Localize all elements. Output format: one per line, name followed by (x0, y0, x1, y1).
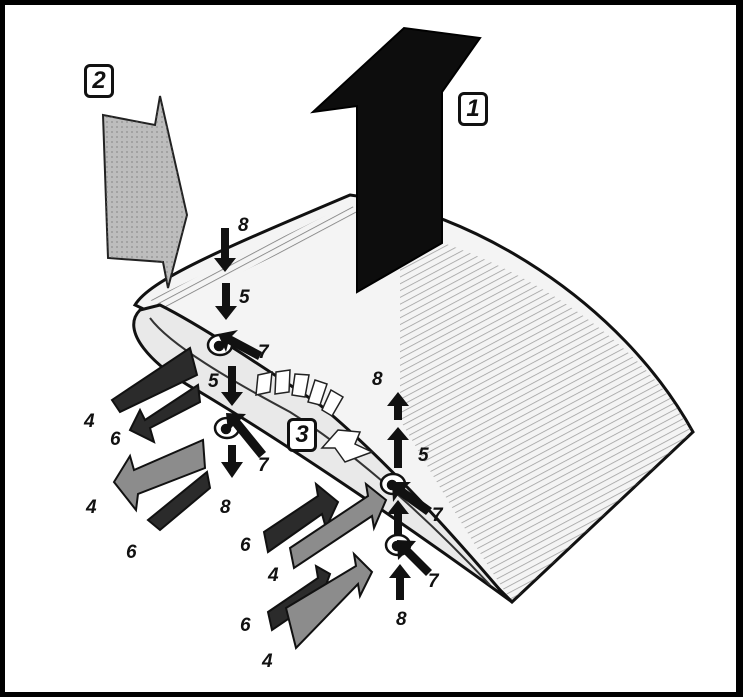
label-7-top-left: 7 (258, 342, 269, 363)
label-8-top-left: 8 (238, 215, 249, 236)
label-6-bottom-b: 6 (240, 615, 251, 636)
label-4-upper-left: 4 (84, 411, 95, 432)
vertical-force-arrows (214, 228, 411, 600)
label-7-lower-right: 7 (428, 571, 439, 592)
label-5-top-left: 5 (239, 287, 250, 308)
arrow-7-b (226, 413, 266, 458)
arrow-6-upper-left (128, 383, 202, 444)
label-box-2: 2 (84, 64, 114, 98)
label-7-right: 7 (432, 505, 443, 526)
airfoil-inner-shadow (149, 317, 491, 586)
arrow-4-upper-left (110, 346, 199, 414)
arrow-7-d (397, 540, 432, 576)
bottom-drag-arrows (262, 481, 388, 650)
airflow-arrow-texture (103, 96, 187, 288)
arrow-5-top-left (215, 283, 237, 320)
label-4-bottom-b: 4 (262, 651, 273, 672)
arrow-4-lower-left (112, 438, 207, 513)
arrow-8-mid-left (221, 445, 243, 478)
label-5-mid-left: 5 (208, 371, 219, 392)
label-6-bottom-a: 6 (240, 535, 251, 556)
label-5-top-right: 5 (418, 445, 429, 466)
arrow-6-lower-left (146, 470, 212, 532)
arrow-5-lower-right (387, 500, 409, 535)
arrow-7-c (392, 482, 432, 515)
diagonal-force-arrows (218, 330, 432, 576)
left-drag-arrows (110, 346, 212, 532)
arrow-7-a (218, 330, 262, 360)
label-6-upper-left: 6 (110, 429, 121, 450)
arrow-5-mid-left (221, 366, 243, 406)
label-4-bottom-a: 4 (268, 565, 279, 586)
label-6-lower-left: 6 (126, 542, 137, 563)
arrow-8-top-right (387, 392, 409, 420)
label-4-lower-left: 4 (86, 497, 97, 518)
label-8-bottom-right: 8 (396, 609, 407, 630)
label-box-3: 3 (287, 418, 317, 452)
arrow-6-bottom-a (262, 481, 340, 554)
arrow-4-bottom-a (288, 481, 388, 570)
arrow-5-top-right (387, 427, 409, 468)
arrow-8-top-left (214, 228, 236, 272)
label-7-mid-left: 7 (258, 455, 269, 476)
wing-leading-edge-shading (150, 203, 360, 310)
label-8-top-right: 8 (372, 369, 383, 390)
internal-flow-chevrons (255, 369, 374, 463)
lift-arrow (309, 26, 482, 294)
arrow-6-bottom-b (266, 564, 332, 632)
arrow-8-bottom-right (389, 564, 411, 600)
wing-surface-shading (400, 230, 693, 602)
arrow-4-bottom-b (284, 551, 374, 650)
label-8-mid-left: 8 (220, 497, 231, 518)
label-box-1: 1 (458, 92, 488, 126)
